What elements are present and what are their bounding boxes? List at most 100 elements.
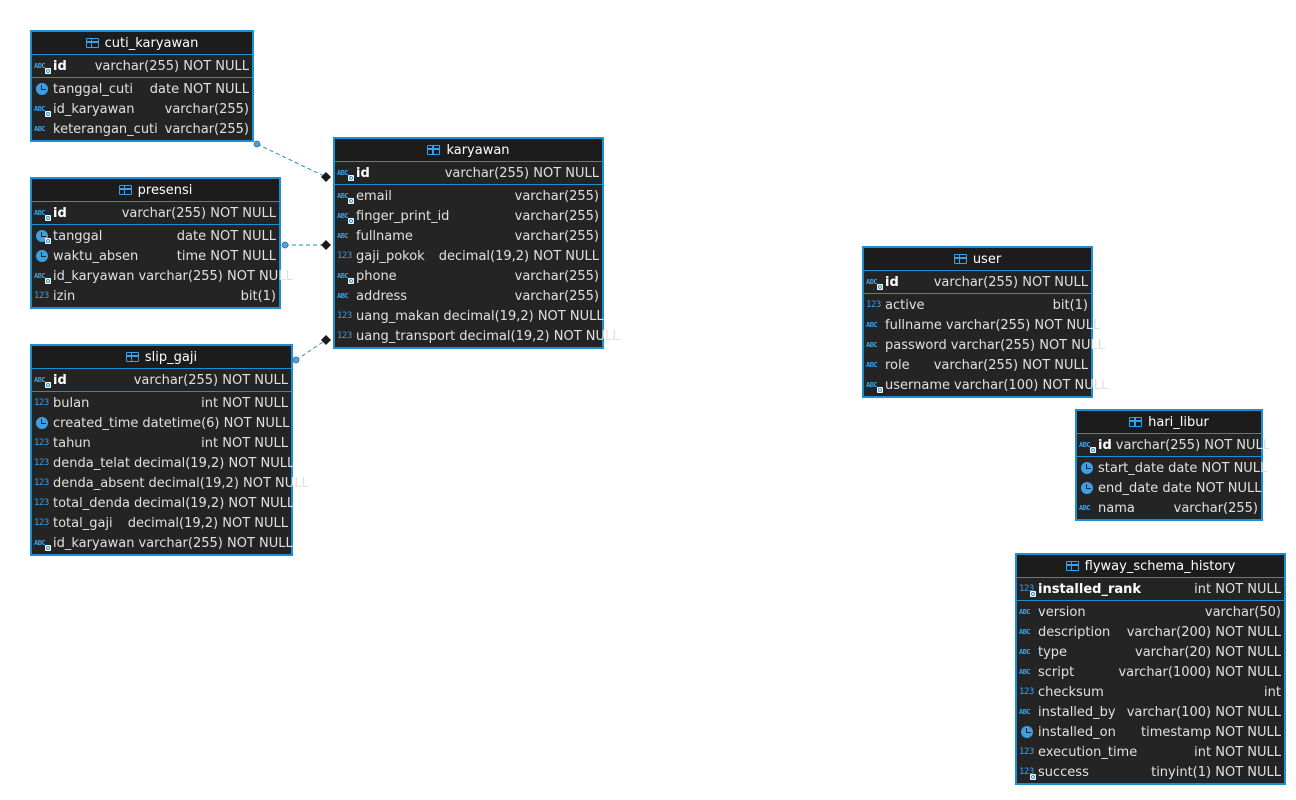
abc-key-icon: ABC xyxy=(866,275,883,290)
column-type: date NOT NULL xyxy=(176,228,276,244)
column-type: date NOT NULL xyxy=(149,81,249,97)
column-name: total_denda xyxy=(53,495,130,511)
entity-header[interactable]: user xyxy=(864,248,1091,271)
entity-header[interactable]: hari_libur xyxy=(1077,411,1261,434)
column-name: nama xyxy=(1098,500,1135,516)
column-name: end_date xyxy=(1098,480,1159,496)
column-name: id xyxy=(53,58,67,74)
abc-icon: ABC xyxy=(1019,708,1031,716)
clock-icon xyxy=(1019,725,1036,739)
relationship-line-slip-gaji-to-karyawan[interactable] xyxy=(295,339,327,361)
abc-key-icon: ABC xyxy=(34,59,51,74)
relationship-line-cuti-karyawan-to-karyawan[interactable] xyxy=(256,143,327,178)
column-type: time NOT NULL xyxy=(176,248,276,264)
column-type: int NOT NULL xyxy=(1194,581,1281,597)
column-name: keterangan_cuti xyxy=(53,121,158,137)
num-icon: 123 xyxy=(34,458,49,468)
entity-header[interactable]: karyawan xyxy=(335,139,602,162)
entity-header[interactable]: slip_gaji xyxy=(32,346,291,369)
column-name: id xyxy=(885,274,899,290)
column-name: execution_time xyxy=(1038,744,1138,760)
column-type: varchar(255) NOT NULL xyxy=(945,317,1101,333)
column-type: varchar(255) NOT NULL xyxy=(138,535,293,551)
column-row-type[interactable]: ABC type varchar(20) NOT NULL xyxy=(1017,642,1284,662)
entity-header[interactable]: presensi xyxy=(32,179,279,202)
abc-icon: ABC xyxy=(1019,648,1031,656)
column-name: id xyxy=(53,372,67,388)
abc-key-icon: ABC xyxy=(337,269,354,284)
column-name: denda_absent xyxy=(53,475,145,491)
num-icon: 123 xyxy=(337,331,352,341)
column-type: datetime(6) NOT NULL xyxy=(142,415,290,431)
column-name: phone xyxy=(356,268,397,284)
column-type: bit(1) xyxy=(240,288,276,304)
num-icon: 123 xyxy=(337,251,352,261)
column-name: type xyxy=(1038,644,1068,660)
column-type: varchar(255) xyxy=(514,188,599,204)
entity-title: cuti_karyawan xyxy=(104,35,199,51)
column-type: varchar(20) NOT NULL xyxy=(1135,644,1281,660)
entity-header[interactable]: flyway_schema_history xyxy=(1017,555,1284,578)
num-icon: 123 xyxy=(337,311,352,321)
entity-header[interactable]: cuti_karyawan xyxy=(32,32,252,55)
